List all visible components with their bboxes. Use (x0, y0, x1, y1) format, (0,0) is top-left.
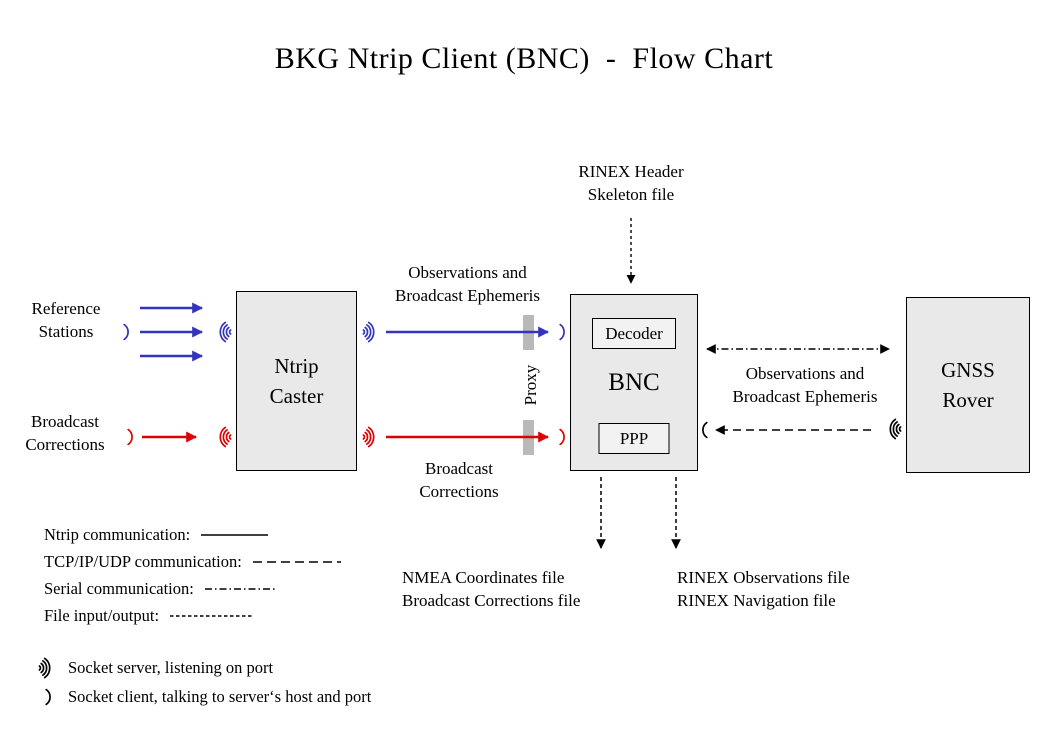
socket-legend: Socket server, listening on port Socket … (36, 653, 371, 711)
ppp-box: PPP (598, 423, 670, 454)
rinex-header-skeleton-label: RINEX Header Skeleton file (578, 162, 684, 205)
legend-row-file: File input/output: (44, 602, 342, 629)
socket-client-icon (123, 323, 129, 341)
ntrip-caster-label-line1: Ntrip (274, 353, 319, 378)
dash-dot-line-sample-icon (204, 587, 275, 590)
gnss-rover-label-line2: Rover (942, 388, 994, 412)
reference-stations-label: Reference Stations (31, 299, 101, 342)
observations-top-label: Observations and Broadcast Ephemeris (395, 263, 540, 306)
socket-server-icon (889, 418, 902, 440)
line-type-legend: Ntrip communication: TCP/IP/UDP communic… (44, 521, 342, 629)
proxy-bar-bottom (523, 420, 534, 455)
ppp-label: PPP (619, 428, 649, 448)
nmea-files-label: NMEA Coordinates file Broadcast Correcti… (402, 568, 581, 611)
gnss-rover-box: GNSS Rover (906, 297, 1030, 473)
socket-server-icon (219, 321, 232, 343)
observations-right-label: Observations and Broadcast Ephemeris (732, 364, 878, 407)
decoder-label: Decoder (605, 323, 663, 343)
proxy-label: Proxy (521, 364, 540, 406)
socket-client-icon (36, 683, 62, 711)
socket-server-legend-row: Socket server, listening on port (36, 653, 371, 682)
bnc-label: BNC (608, 368, 660, 396)
bnc-box: Decoder BNC PPP (570, 294, 698, 471)
proxy-bar-top (523, 315, 534, 350)
rinex-files-label: RINEX Observations file RINEX Navigation… (677, 568, 850, 611)
legend-row-tcp: TCP/IP/UDP communication: (44, 548, 342, 575)
broadcast-corrections-left-label: Broadcast Corrections (25, 412, 105, 455)
socket-client-icon (559, 323, 565, 341)
socket-client-icon (559, 428, 565, 446)
socket-server-icon (362, 426, 375, 448)
ntrip-caster-label-line2: Caster (269, 384, 324, 408)
socket-client-icon (702, 421, 708, 439)
decoder-box: Decoder (592, 318, 676, 349)
dashed-line-sample-icon (252, 560, 341, 563)
socket-server-icon (219, 426, 232, 448)
solid-line-sample-icon (201, 533, 269, 536)
socket-client-legend-row: Socket client, talking to server‘s host … (36, 682, 371, 711)
page-title: BKG Ntrip Client (BNC) - Flow Chart (274, 42, 774, 75)
legend-row-ntrip: Ntrip communication: (44, 521, 342, 548)
legend-row-serial: Serial communication: (44, 575, 342, 602)
broadcast-corrections-mid-label: Broadcast Corrections (419, 459, 499, 502)
socket-server-icon (36, 654, 62, 682)
socket-client-icon (127, 428, 133, 446)
socket-server-icon (362, 321, 375, 343)
gnss-rover-label-line1: GNSS (941, 357, 995, 382)
fine-dash-line-sample-icon (170, 614, 253, 617)
ntrip-caster-box: Ntrip Caster (236, 291, 357, 471)
